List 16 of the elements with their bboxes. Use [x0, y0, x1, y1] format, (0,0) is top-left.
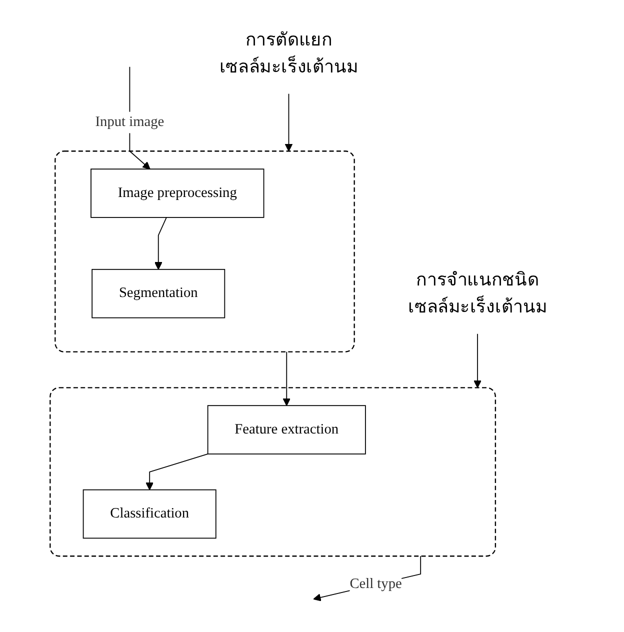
- arrow: [313, 556, 422, 602]
- node-text: การตัดแยก เซลล์มะเร็งเต้านม: [219, 30, 358, 77]
- node-text: การจำแนกชนิด เซลล์มะเร็งเต้านม: [408, 270, 547, 317]
- node-box: Feature extraction: [207, 405, 366, 454]
- edge-label: Cell type: [350, 576, 402, 592]
- arrow: [282, 351, 291, 406]
- arrow: [474, 333, 482, 388]
- edge-label: Input image: [95, 114, 164, 130]
- node-box: Segmentation: [92, 268, 226, 318]
- cluster: [54, 150, 355, 352]
- node-box: Image preprocessing: [90, 168, 264, 218]
- cluster: [50, 387, 496, 557]
- arrow: [154, 217, 167, 270]
- arrow: [146, 454, 208, 490]
- arrow: [284, 93, 293, 152]
- node-box: Classification: [82, 489, 216, 539]
